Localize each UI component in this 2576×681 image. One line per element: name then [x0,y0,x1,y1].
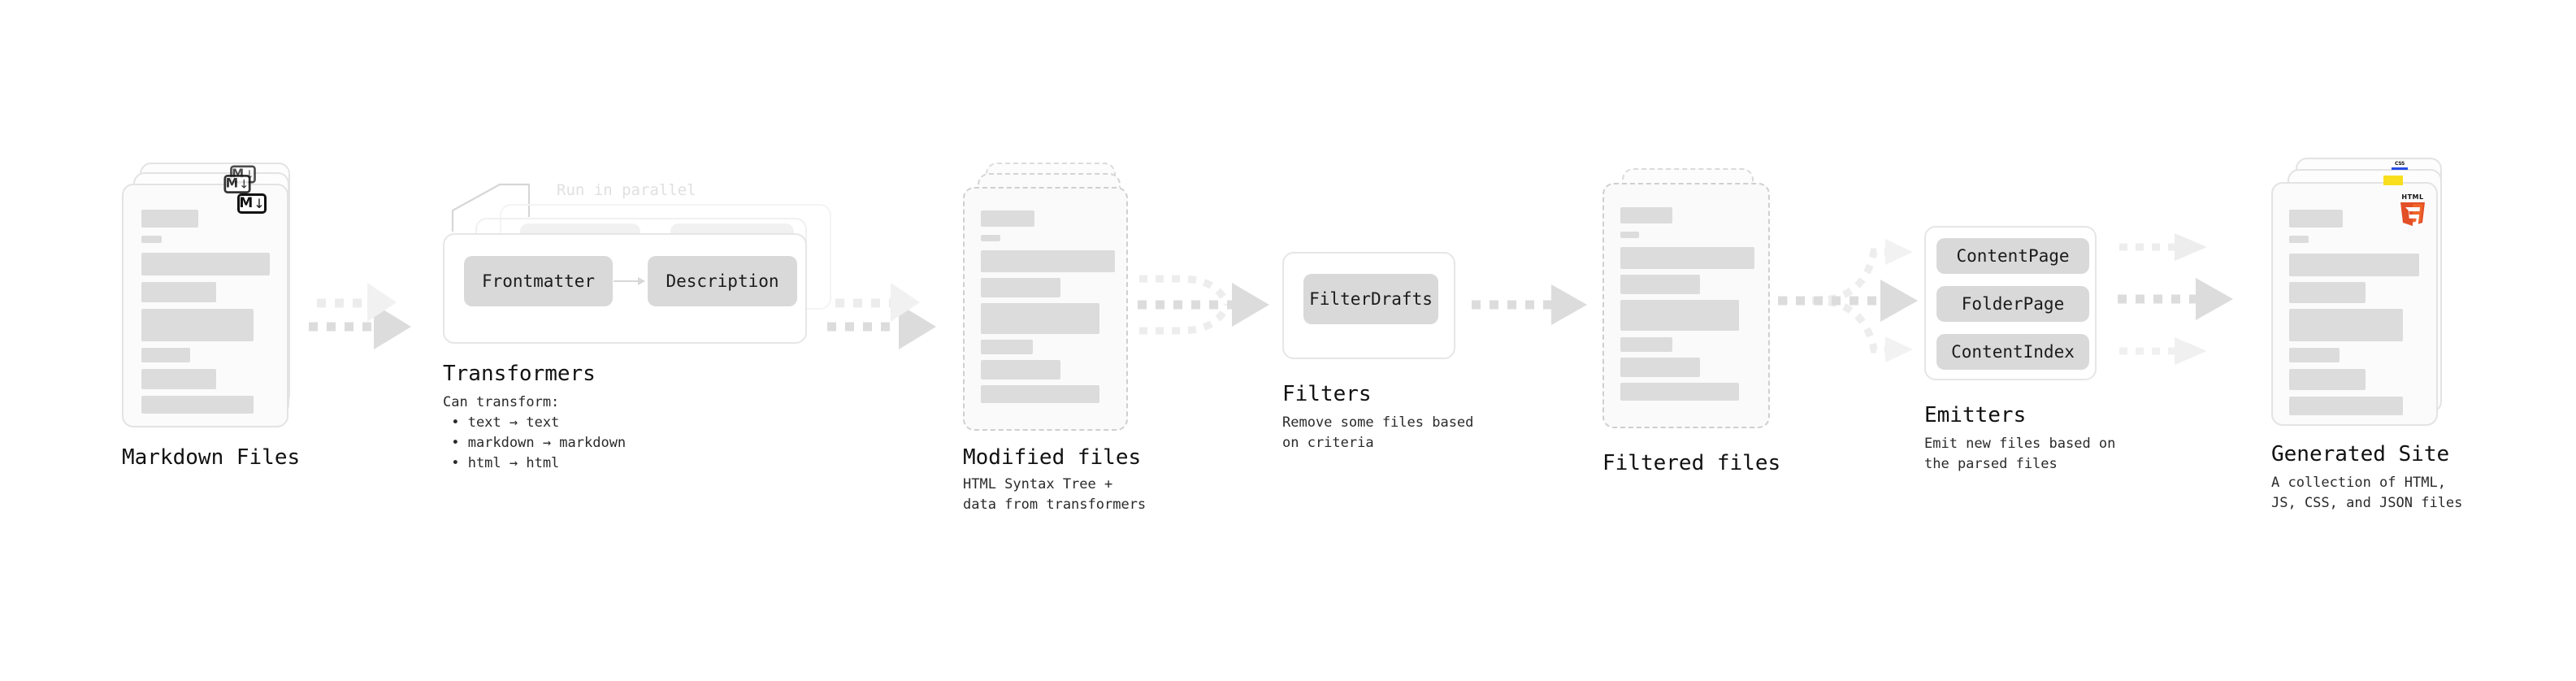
generated-file-stack: CSS HTML [2271,158,2466,434]
skeleton-bar [981,250,1115,272]
skeleton-bar [2289,369,2366,390]
markdown-icon: M↓ [237,193,267,214]
file-card-front [1602,183,1770,428]
transform-arrow [614,277,645,285]
connector-transformers-to-modified [821,268,943,358]
skeleton-bar [981,303,1099,334]
skeleton-bar [141,210,198,228]
emitter-pill-contentpage[interactable]: ContentPage [1936,238,2089,274]
connector-filtered-to-emitters [1773,236,1928,366]
skeleton-bar [2289,282,2366,303]
markdown-file-stack: M↓ M↓ M↓ [122,163,309,431]
skeleton-bar [141,348,190,362]
javascript-icon [2383,176,2403,185]
stage-title: Generated Site [2271,442,2450,466]
file-card-front [122,184,288,427]
stage-title: Markdown Files [122,445,301,470]
filtered-file-stack [1602,168,1789,436]
run-in-parallel-leader [451,183,557,236]
skeleton-bar [2289,397,2403,415]
skeleton-bar [981,278,1060,297]
stage-title: Emitters [1924,403,2027,427]
skeleton-bar [1620,337,1672,352]
skeleton-bar [141,282,216,302]
emitter-pill-folderpage[interactable]: FolderPage [1936,286,2089,322]
skeleton-bar [2289,348,2340,362]
skeleton-bar [141,309,254,341]
skeleton-bar [981,385,1099,403]
stage-subtitle: A collection of HTML, JS, CSS, and JSON … [2271,475,2463,511]
stage-modified-files: Modified files HTML Syntax Tree + data f… [963,163,1150,513]
connector-markdown-to-transformers [301,268,414,358]
filters-panel: FilterDrafts [1282,252,1455,359]
svg-text:HTML: HTML [2401,193,2423,201]
skeleton-bar [981,235,1000,241]
skeleton-bar [1620,232,1639,238]
skeleton-bar [141,253,270,275]
skeleton-bar [141,396,254,414]
css-icon: CSS [2392,161,2408,170]
filter-pill-filterdrafts[interactable]: FilterDrafts [1303,274,1438,324]
file-card-front [963,187,1128,431]
emitters-panel: ContentPage FolderPage ContentIndex [1924,226,2097,380]
skeleton-bar [1620,383,1739,401]
stage-filtered-files: Filtered files [1602,168,1789,475]
skeleton-bar [981,210,1034,227]
skeleton-bar [1620,358,1700,377]
transformer-pill-frontmatter[interactable]: Frontmatter [464,256,613,306]
skeleton-bar [141,369,216,389]
skeleton-bar [2289,254,2419,276]
skeleton-bar [1620,275,1700,294]
skeleton-bar [2289,236,2309,243]
skeleton-bar [981,340,1033,354]
stage-subtitle: Emit new files based on the parsed files [1924,436,2116,472]
stage-title: Modified files [963,445,1142,470]
skeleton-bar [141,236,162,243]
skeleton-bar [2289,309,2403,341]
skeleton-bar [1620,207,1672,223]
stage-subtitle: Can transform: • text → text • markdown … [443,394,627,471]
skeleton-bar [981,360,1060,380]
run-in-parallel-label: Run in parallel [557,181,696,199]
skeleton-bar [1620,300,1739,331]
connector-modified-to-filters [1130,252,1292,358]
markdown-icon: M↓ [223,175,251,193]
stage-markdown-files: M↓ M↓ M↓ Markdown Files [122,163,309,470]
stage-generated-site: CSS HTML Generated Site A collection of … [2271,158,2466,511]
connector-emitters-to-site [2113,229,2267,367]
html5-icon: HTML [2397,192,2428,228]
stage-subtitle: HTML Syntax Tree + data from transformer… [963,476,1147,513]
skeleton-bar [1620,247,1754,269]
skeleton-bar [2289,210,2343,228]
transformer-pill-description[interactable]: Description [648,256,797,306]
stage-title: Filters [1282,382,1372,406]
emitter-pill-contentindex[interactable]: ContentIndex [1936,334,2089,370]
stage-title: Filtered files [1602,451,1781,475]
transformer-panel-front: Frontmatter Description [443,233,807,344]
stage-title: Transformers [443,362,596,386]
connector-filters-to-filtered [1467,280,1613,345]
stage-subtitle: Remove some files based on criteria [1282,414,1474,451]
modified-file-stack [963,163,1150,431]
